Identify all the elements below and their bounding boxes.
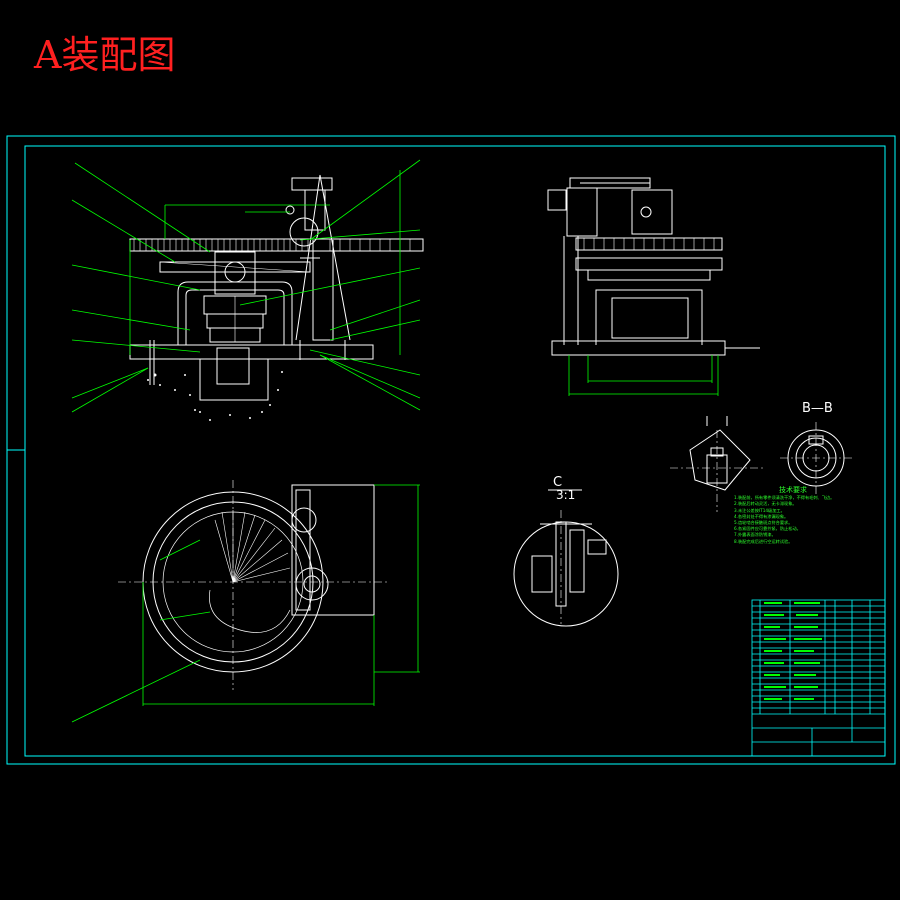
tech-req-item: 7.外露表面涂防锈漆。: [734, 532, 776, 538]
tech-req-item: 3.未注公差按IT14级加工。: [734, 507, 785, 513]
side-view: [547, 177, 760, 356]
parts-list-entries: [764, 602, 822, 700]
plan-view-centerlines: [118, 480, 390, 690]
side-view-dimensions: [568, 355, 719, 396]
detail-c: [513, 510, 619, 627]
section-aa: [670, 416, 765, 512]
technical-requirements: 技术要求 1.装配前，所有零件须清洗干净，不得有毛刺、飞边。 2.装配后转动灵活…: [734, 486, 852, 545]
foundation-concrete: [147, 371, 283, 421]
plan-view: [142, 484, 375, 673]
tech-req-item: 5.齿轮啮合接触斑点符合要求。: [734, 520, 793, 526]
section-bb: [780, 422, 852, 494]
front-section-view: [129, 174, 424, 401]
tech-req-item: 4.各密封处不得有渗漏现象。: [734, 513, 789, 519]
plan-view-dimensions: [71, 484, 420, 723]
page-title: A装配图: [34, 33, 176, 77]
detail-c-label: C: [553, 475, 563, 490]
tech-req-item: 1.装配前，所有零件须清洗干净，不得有毛刺、飞边。: [734, 495, 835, 501]
tech-req-item: 6.各紧固件应可靠拧紧，防止松动。: [734, 526, 801, 532]
technical-requirements-title: 技术要求: [779, 486, 807, 494]
sheet-border: [6, 135, 896, 765]
detail-c-scale: 3:1: [556, 488, 576, 502]
front-view-leaders: [71, 159, 421, 413]
parts-list-table: [751, 599, 886, 757]
tech-req-item: 2.装配后转动灵活，无卡滞现象。: [734, 501, 797, 507]
section-bb-label: B—B: [802, 401, 833, 416]
tech-req-item: 8.装配完成后进行空运转试验。: [734, 538, 793, 544]
